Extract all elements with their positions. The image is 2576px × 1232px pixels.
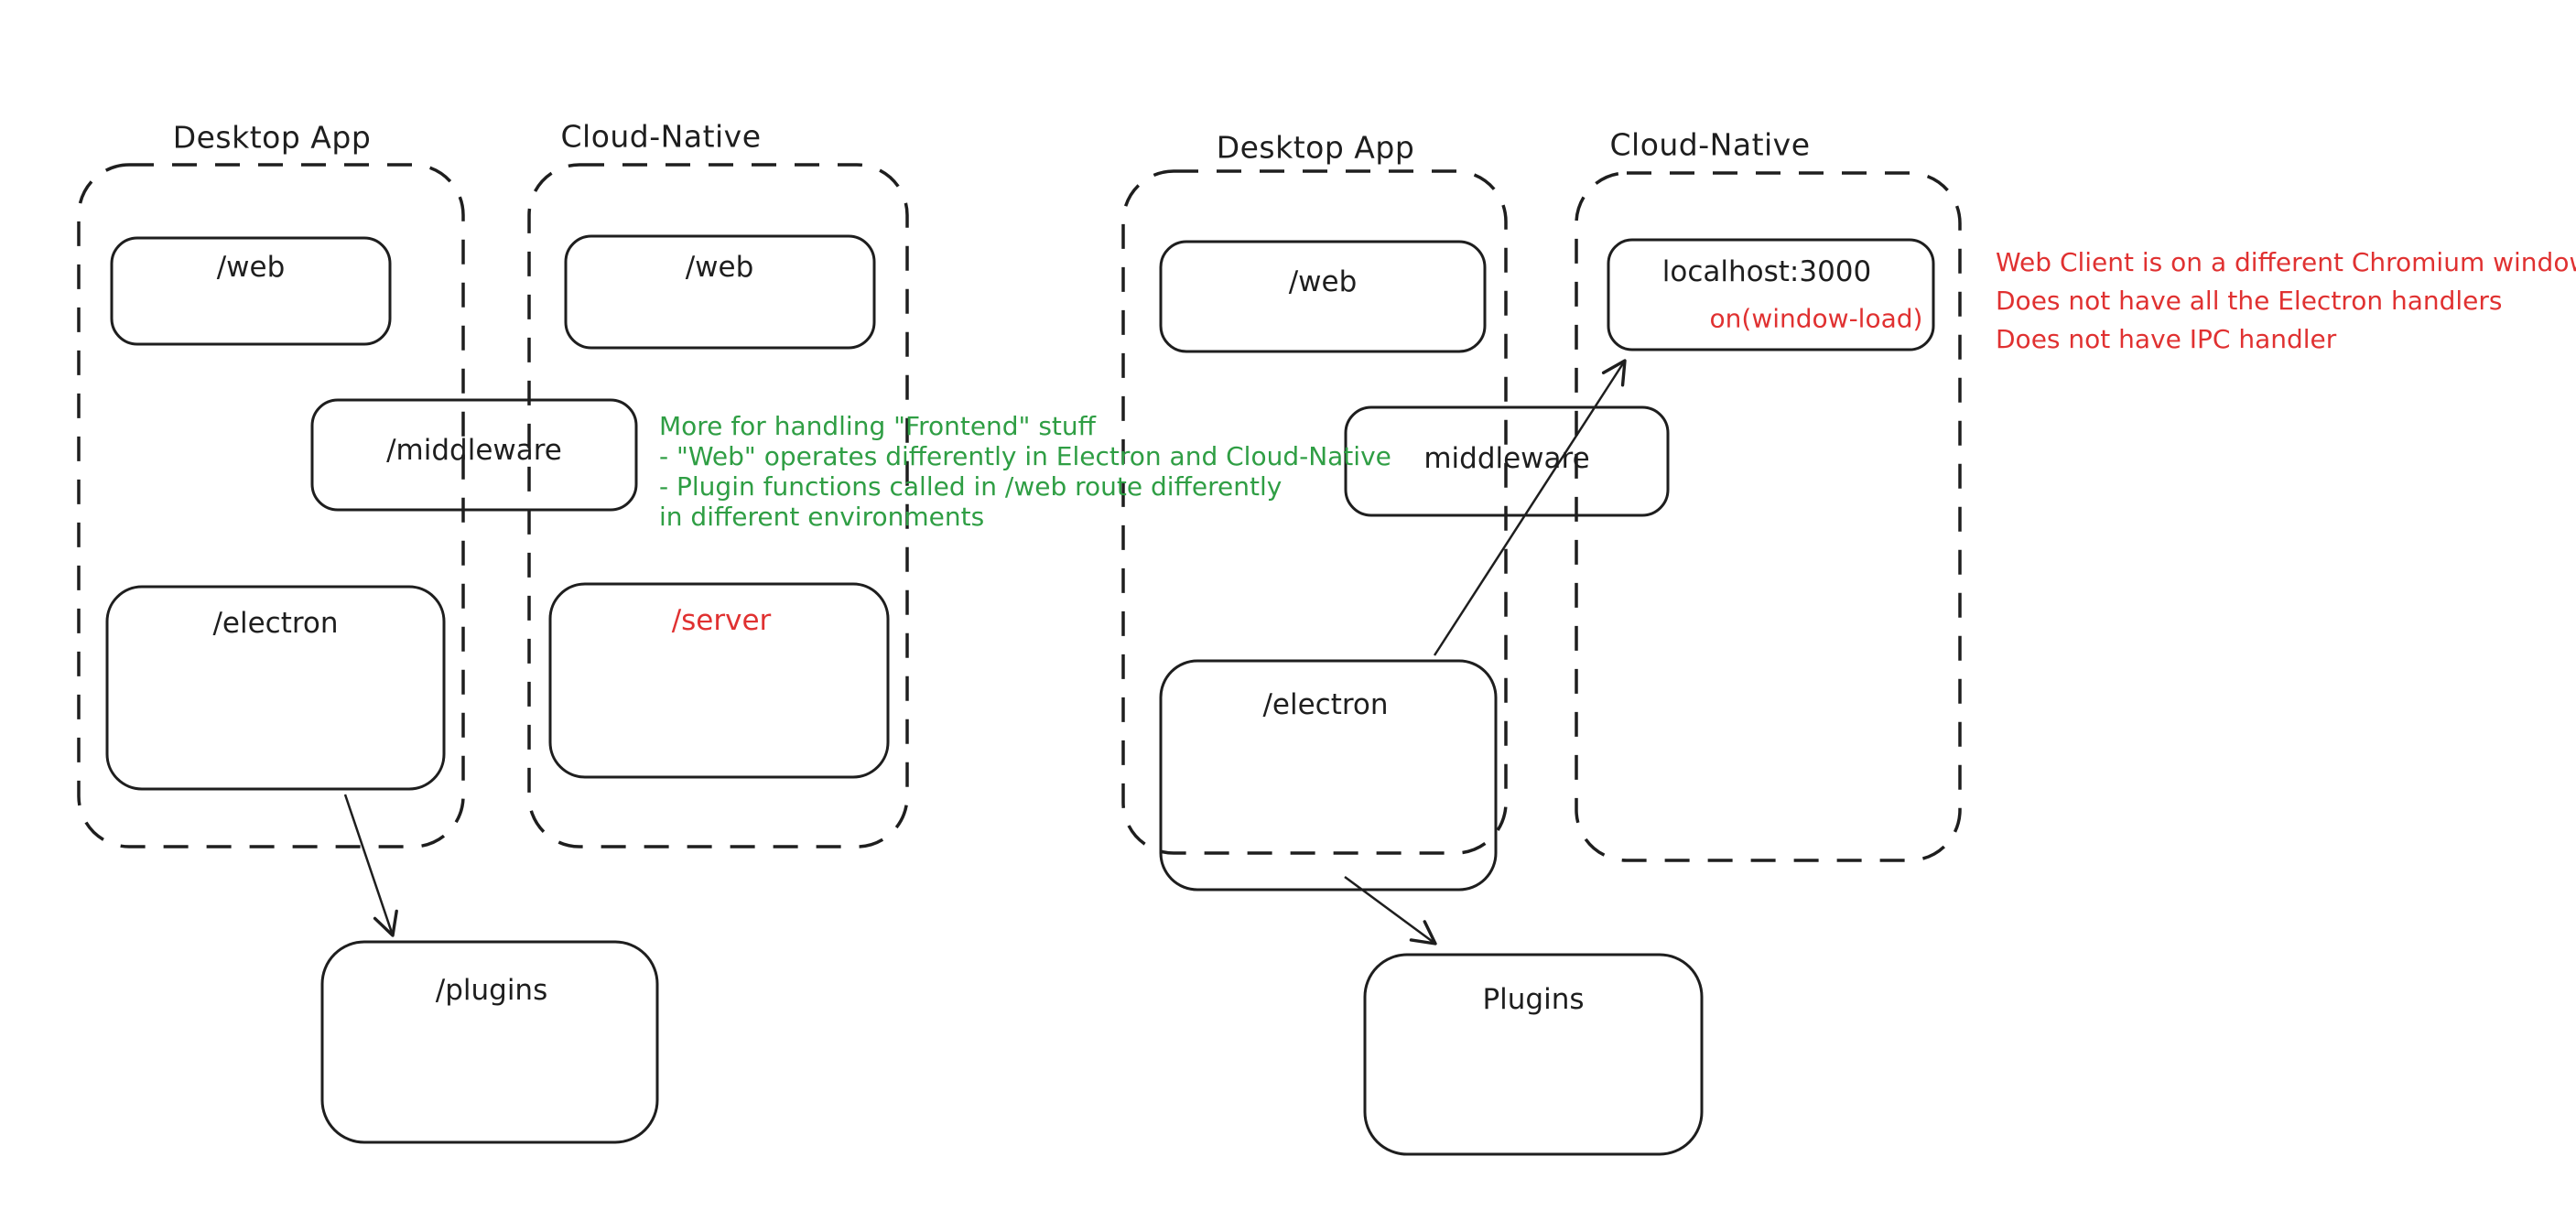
box-plugins-right [1363,953,1704,1156]
green-note-line: in different environments [659,502,985,532]
green-note-line: - Plugin functions called in /web route … [659,471,1283,502]
box-web-desktop-left [110,236,392,346]
container-cloud-native-left [527,163,909,848]
group-title-desktop-app-right: Desktop App [1216,129,1415,166]
label-plugins-right: Plugins [1482,983,1585,1016]
green-note-line: - "Web" operates differently in Electron… [659,441,1391,471]
label-plugins-left: /plugins [435,974,548,1007]
box-plugins-left [320,940,659,1144]
red-note-line: Does not have IPC handler [1996,324,2337,354]
box-electron-right [1159,659,1498,892]
label-electron-right: /electron [1262,688,1389,721]
label-middleware-left: /middleware [386,434,562,467]
red-note-line: Web Client is on a different Chromium wi… [1996,247,2576,277]
red-note: Web Client is on a different Chromium wi… [1996,243,2576,359]
box-server-left [548,582,890,779]
arrow-electron-to-plugins-right [1344,875,1437,946]
label-on-window-load: on(window-load) [1709,303,1923,334]
label-localhost-3000: localhost:3000 [1661,255,1872,288]
box-middleware-right [1344,405,1670,517]
box-middleware-left [310,398,638,512]
box-web-cloud-left [564,234,876,350]
label-web-cloud-left: /web [685,251,754,284]
label-web-desktop-right: /web [1288,265,1358,298]
label-electron-left: /electron [212,607,339,640]
label-server-left: /server [671,604,772,637]
arrow-electron-to-plugins-left [343,794,398,937]
label-middleware-right: middleware [1423,442,1590,475]
box-localhost-3000 [1607,238,1935,351]
red-note-line: Does not have all the Electron handlers [1996,286,2503,316]
container-desktop-app-left [77,163,465,848]
group-title-desktop-app-left: Desktop App [172,119,372,156]
box-electron-left [105,585,446,791]
arrow-electron-to-localhost-right [1433,359,1627,656]
group-title-cloud-native-left: Cloud-Native [560,118,762,155]
container-desktop-app-right [1121,169,1508,855]
green-note-line: More for handling "Frontend" stuff [659,411,1096,441]
label-web-desktop-left: /web [216,251,286,284]
green-note: More for handling "Frontend" stuff - "We… [659,411,1391,532]
group-title-cloud-native-right: Cloud-Native [1609,126,1811,163]
box-web-desktop-right [1159,240,1487,353]
